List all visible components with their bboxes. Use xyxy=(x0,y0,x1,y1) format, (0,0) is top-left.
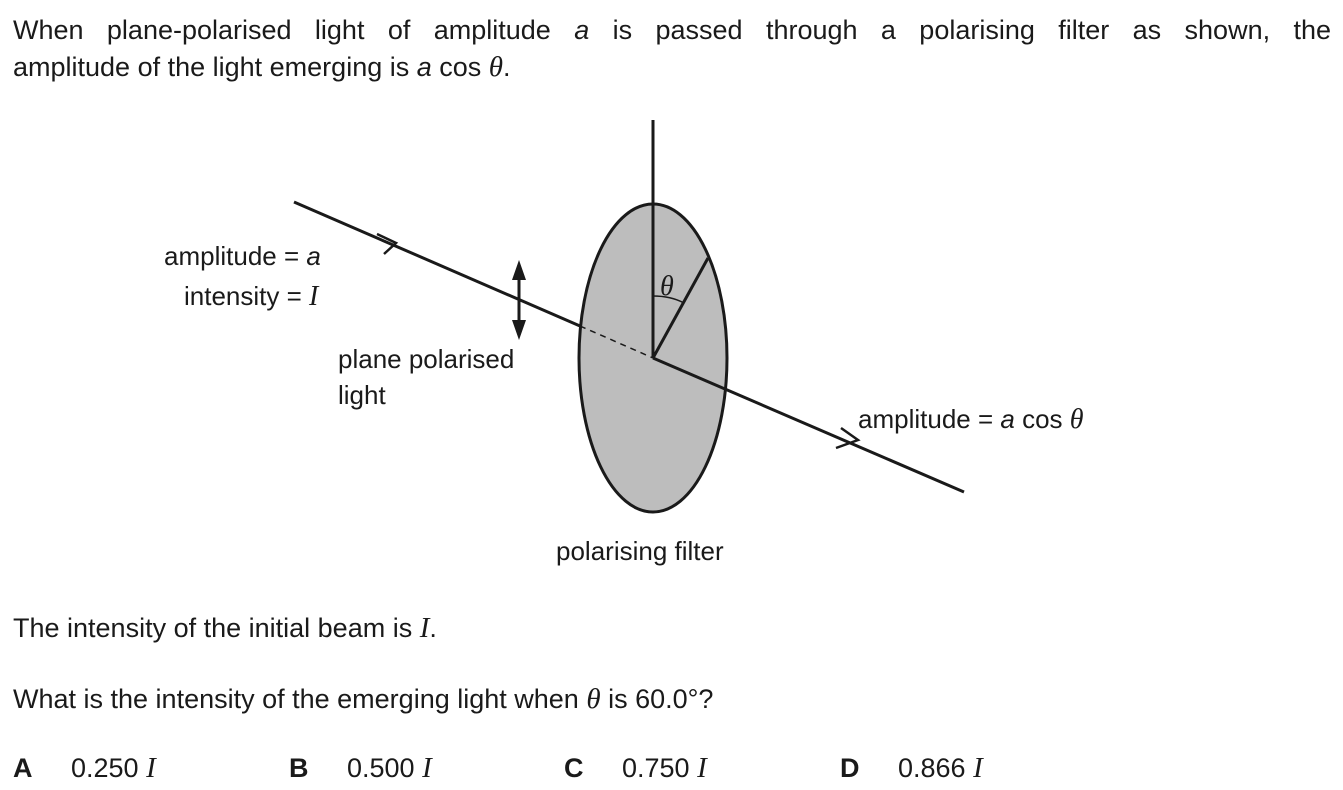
option-value: 0.500 xyxy=(347,753,415,783)
option-value: 0.866 xyxy=(898,753,966,783)
transmission-axis-line xyxy=(651,257,710,359)
option-letter: A xyxy=(13,753,33,783)
option-c[interactable]: C 0.750 I xyxy=(564,752,707,785)
intro-text: . xyxy=(503,52,511,82)
statement-text: . xyxy=(429,613,437,643)
incoming-beam-arrowhead xyxy=(376,232,399,255)
intro-text: is passed through a polarising filter as… xyxy=(589,15,1332,45)
amplitude-variable: a xyxy=(574,15,590,45)
theta-symbol: θ xyxy=(488,51,504,83)
angle-arc xyxy=(652,295,685,304)
incoming-amplitude-label: amplitude = a xyxy=(164,241,321,271)
cos-text: cos xyxy=(431,52,489,82)
option-variable: I xyxy=(973,752,983,784)
question-intro: When plane-polarised light of amplitude … xyxy=(13,12,1331,86)
intro-line-1: When plane-polarised light of amplitude … xyxy=(13,12,1331,49)
emerging-amplitude-label: amplitude = a cos θ xyxy=(858,404,1084,435)
option-value: 0.250 xyxy=(71,753,139,783)
intro-text: amplitude of the light emerging is xyxy=(13,52,417,82)
option-letter: B xyxy=(289,753,309,783)
plane-polarised-label-line1: plane polarised xyxy=(338,344,514,374)
option-variable: I xyxy=(697,752,707,784)
intro-text: When plane-polarised light of amplitude xyxy=(13,15,575,45)
plane-polarised-label-line2: light xyxy=(338,380,386,410)
incoming-intensity-label: intensity = I xyxy=(184,281,320,312)
angle-theta-label: θ xyxy=(660,271,674,302)
polarisation-arrow-down-icon xyxy=(512,320,526,340)
option-d[interactable]: D 0.866 I xyxy=(840,752,983,785)
option-b[interactable]: B 0.500 I xyxy=(289,752,432,785)
statement-text: The intensity of the initial beam is xyxy=(13,613,420,643)
polarisation-arrow-up-icon xyxy=(512,260,526,280)
question-text-part: is 60.0°? xyxy=(600,684,714,714)
question-text: What is the intensity of the emerging li… xyxy=(13,683,713,716)
hidden-beam-segment xyxy=(579,325,654,359)
emerging-beam-arrowhead xyxy=(835,426,861,450)
option-letter: D xyxy=(840,753,860,783)
incoming-beam xyxy=(293,200,581,328)
emerging-beam xyxy=(652,356,965,494)
theta-symbol: θ xyxy=(586,683,601,715)
option-a[interactable]: A 0.250 I xyxy=(13,752,156,785)
question-text-part: What is the intensity of the emerging li… xyxy=(13,684,587,714)
option-variable: I xyxy=(146,752,156,784)
amplitude-variable: a xyxy=(416,52,432,82)
polarising-filter-label: polarising filter xyxy=(556,536,724,566)
intensity-variable: I xyxy=(419,612,430,644)
option-letter: C xyxy=(564,753,584,783)
initial-intensity-statement: The intensity of the initial beam is I. xyxy=(13,612,437,645)
option-variable: I xyxy=(422,752,432,784)
intro-line-2: amplitude of the light emerging is a cos… xyxy=(13,49,1331,86)
option-value: 0.750 xyxy=(622,753,690,783)
